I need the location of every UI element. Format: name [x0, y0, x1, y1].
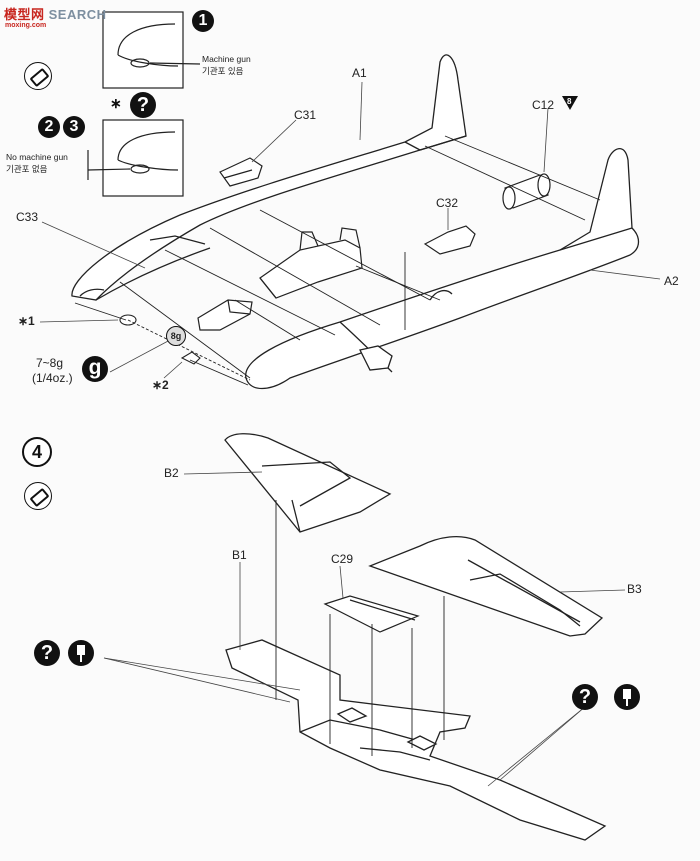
part-label-a1: A1: [352, 66, 367, 80]
drill-icon-left: [68, 640, 94, 666]
fuselage-half-a1: [71, 54, 467, 301]
part-label-a2: A2: [664, 274, 679, 288]
part-label-b2: B2: [164, 466, 179, 480]
cockpit-tub: [259, 227, 363, 299]
no-machine-gun-label-en: No machine gun: [6, 152, 68, 162]
watermark-logo: 模型网 SEARCH: [4, 4, 107, 23]
inset-no-machine-gun: [87, 119, 184, 197]
guide-lines-step4: [275, 500, 445, 756]
watermark-prefix: 模型网: [4, 7, 45, 22]
watermark-sub: moxing.com: [5, 22, 47, 29]
part-label-star2: ∗2: [152, 378, 169, 392]
part-label-b1: B1: [232, 548, 247, 562]
wing-b3: [368, 535, 604, 637]
sprue-ref-triangle: [562, 96, 578, 110]
weight-text: 7~8g: [36, 356, 64, 370]
part-label-c33: C33: [16, 210, 39, 224]
leader-lines-top: [39, 81, 661, 379]
part-c12-shape: [502, 173, 551, 210]
weight-ring: 8g: [166, 326, 186, 346]
part-label-c12: C12: [532, 98, 555, 112]
part-c31-shape: [219, 157, 263, 187]
glue-icon-step4: [24, 482, 52, 510]
part-label-c12-ref: 8: [567, 97, 572, 106]
weight-oz: (1/4oz.): [32, 371, 73, 385]
drill-icon-right: [614, 684, 640, 710]
part-label-b3: B3: [627, 582, 642, 596]
watermark-text: SEARCH: [48, 7, 107, 22]
guide-lines-top: [74, 135, 601, 386]
part-c32-shape: [423, 225, 476, 255]
question-icon-left: ?: [34, 640, 60, 666]
fuselage-assembled-a2: [245, 148, 640, 390]
leader-lines-step4: [103, 471, 626, 787]
no-machine-gun-label-ko: 기관포 없음: [6, 164, 48, 174]
lower-wing-b1: [225, 639, 607, 841]
inset-machine-gun: [102, 11, 201, 89]
asterisk-symbol: ∗: [110, 95, 122, 111]
glue-icon: [24, 62, 52, 90]
part-label-c29: C29: [331, 552, 354, 566]
part-c33-shape: [197, 299, 253, 331]
step-badge-1: 1: [192, 10, 214, 32]
part-label-c31: C31: [294, 108, 317, 122]
wing-b2: [224, 433, 392, 533]
step-badge-3: 3: [63, 116, 85, 138]
part-c29-shape: [323, 595, 420, 633]
machine-gun-label-en: Machine gun: [202, 54, 251, 64]
weight-badge: g: [82, 356, 108, 382]
step-badge-2: 2: [38, 116, 60, 138]
question-icon-top: ?: [130, 92, 156, 118]
machine-gun-label-ko: 기관포 있음: [202, 66, 244, 76]
part-label-star1: ∗1: [18, 314, 35, 328]
part-label-c32: C32: [436, 196, 459, 210]
small-weight-parts: [119, 314, 201, 365]
step-number-4: 4: [22, 437, 52, 467]
question-icon-right: ?: [572, 684, 598, 710]
